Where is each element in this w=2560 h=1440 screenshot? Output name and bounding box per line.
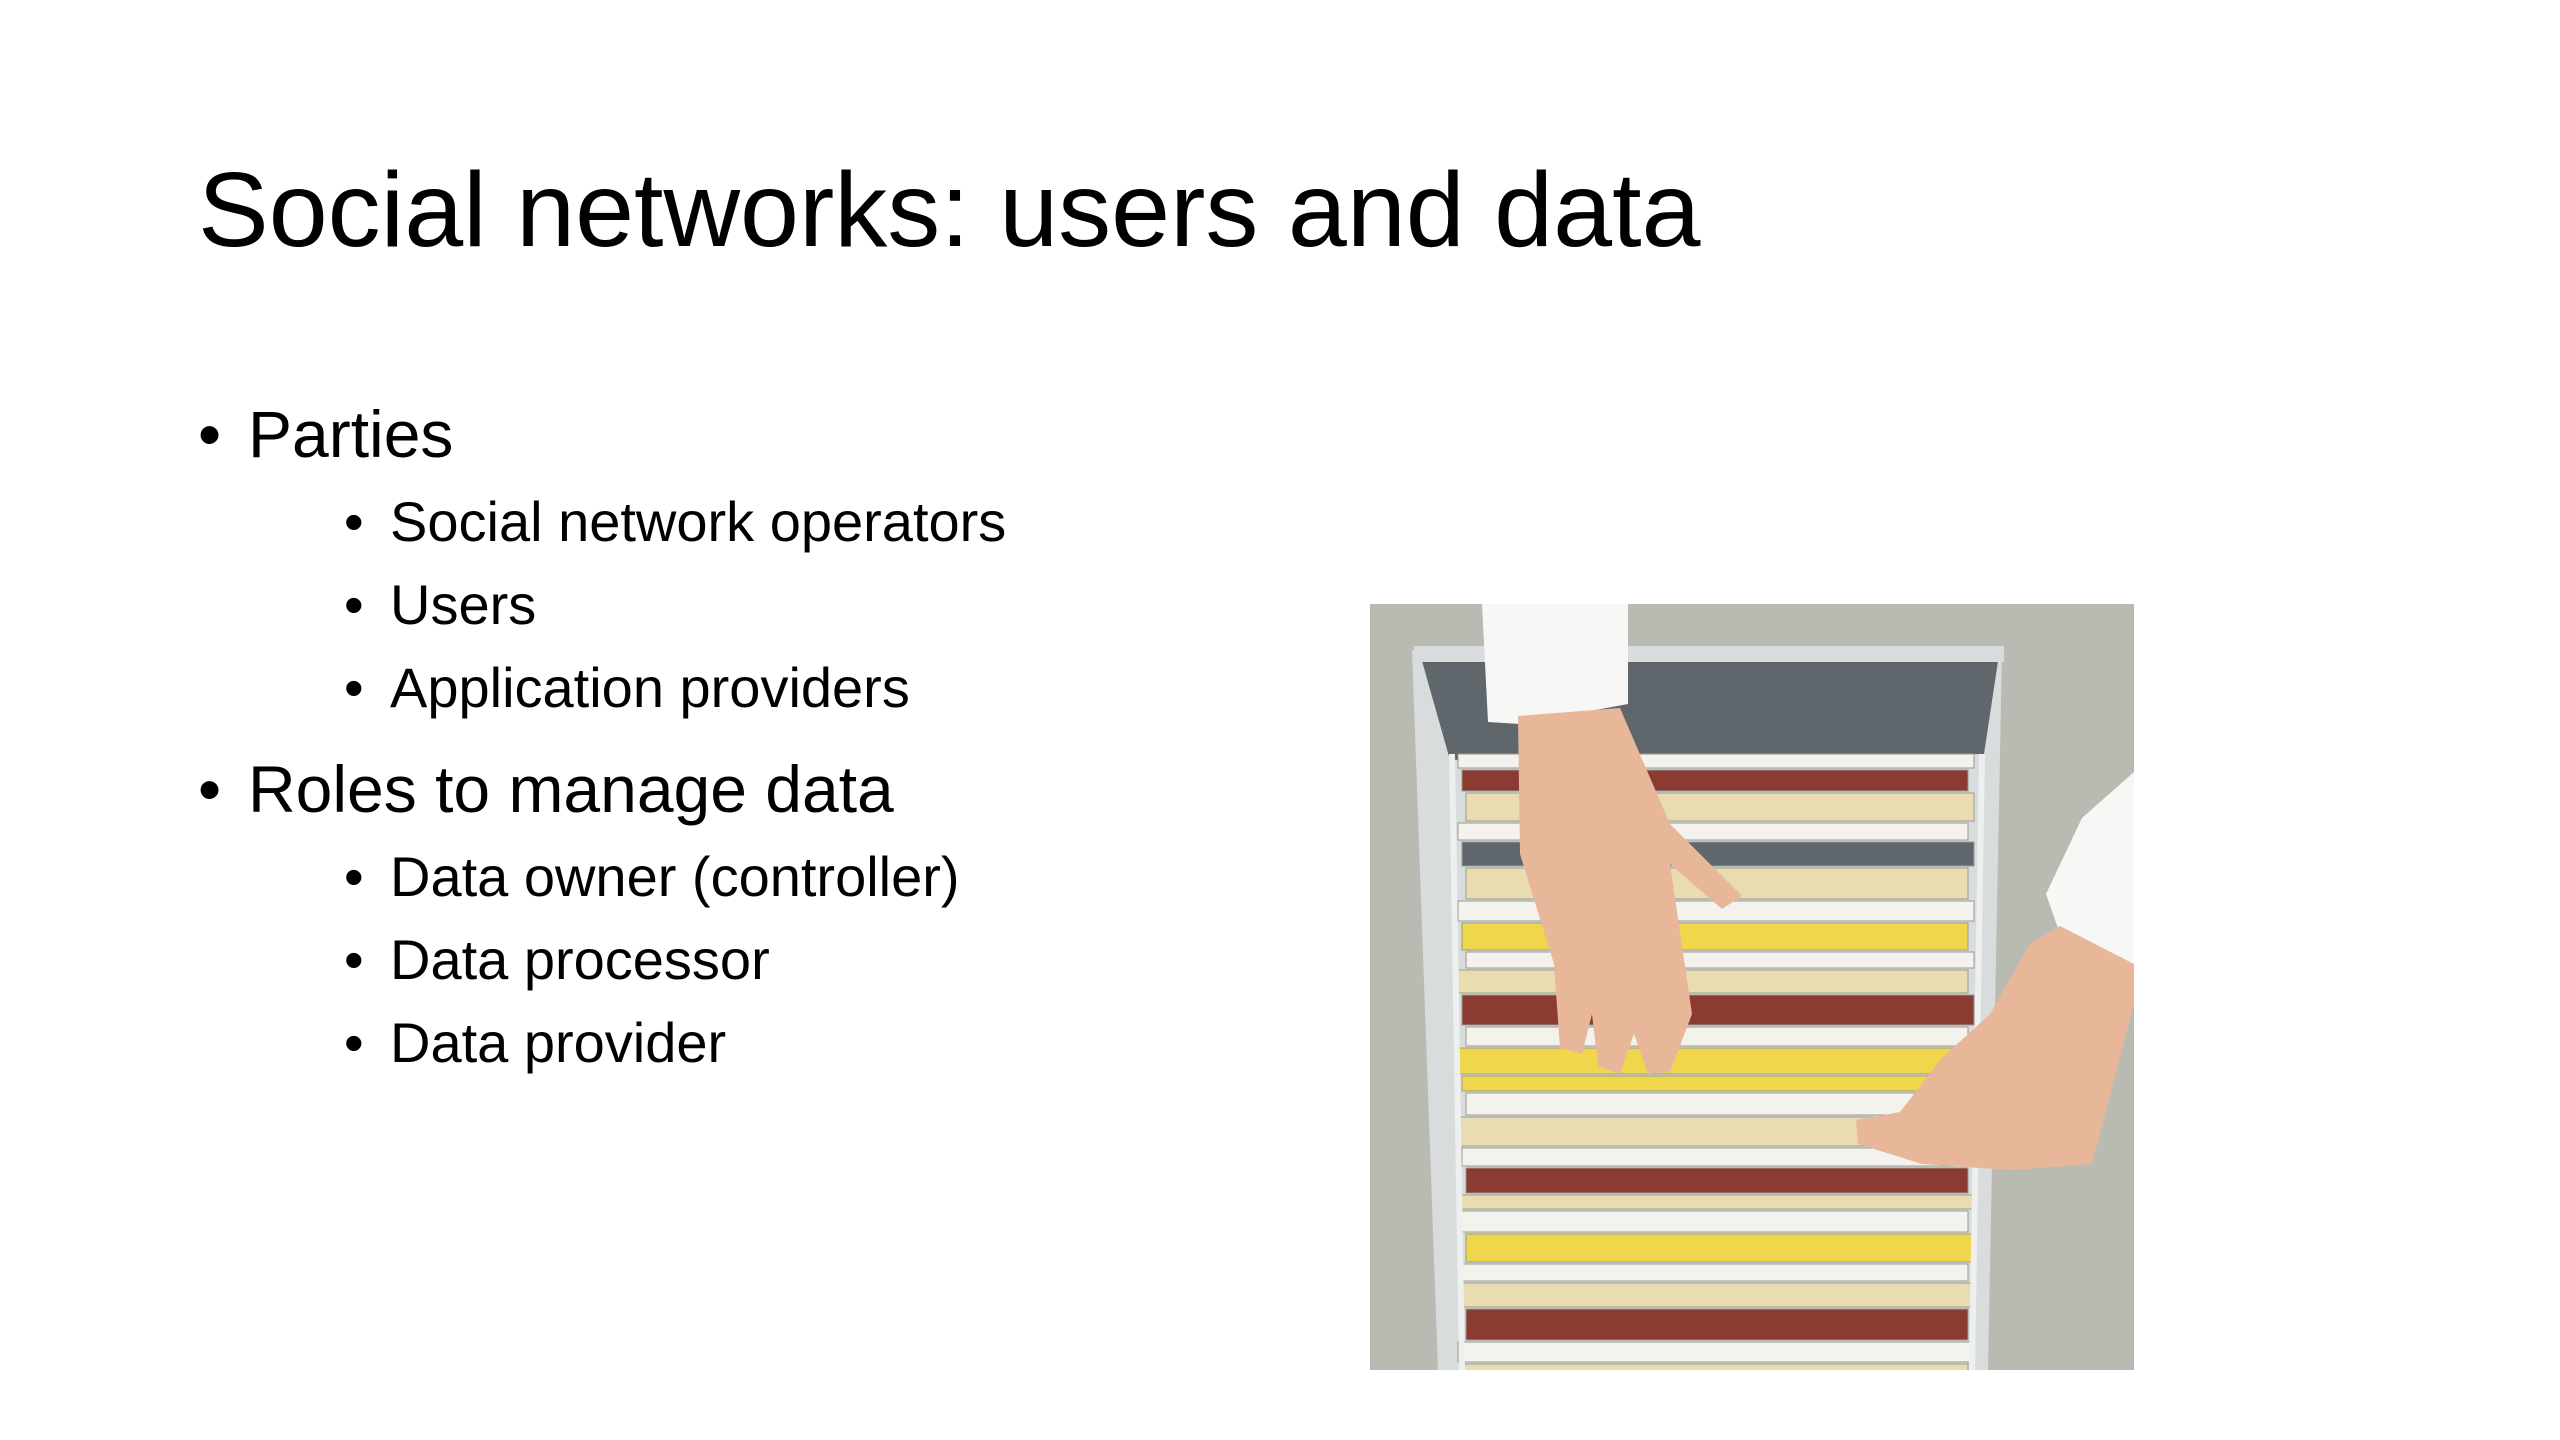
- folder-stripe: [1465, 1233, 1975, 1263]
- folder-stripe: [1461, 994, 1975, 1026]
- list-item: • Data owner (controller): [344, 835, 1298, 918]
- section-label: Roles to manage data: [248, 752, 894, 826]
- section-parties: • Parties • Social network operators • U…: [198, 388, 1298, 729]
- bullet-list: • Parties • Social network operators • U…: [198, 388, 1298, 1084]
- bullet-icon: •: [344, 490, 364, 553]
- item-label: Social network operators: [390, 490, 1007, 553]
- folder-stripe: [1457, 1263, 1969, 1282]
- section-roles: • Roles to manage data • Data owner (con…: [198, 743, 1298, 1084]
- bullet-icon: •: [344, 845, 364, 908]
- list-item: • Application providers: [344, 646, 1298, 729]
- folder-stripe: [1457, 1047, 1975, 1075]
- bullet-icon: •: [344, 656, 364, 719]
- list-item: • Social network operators: [344, 480, 1298, 563]
- folder-stripe: [1457, 1194, 1975, 1210]
- folder-stripe: [1465, 1026, 1969, 1047]
- folder-stripe: [1465, 1092, 1975, 1116]
- folder-stripe: [1461, 1210, 1969, 1233]
- item-label: Application providers: [390, 656, 910, 719]
- bullet-icon: •: [344, 1011, 364, 1074]
- item-label: Data owner (controller): [390, 845, 960, 908]
- section-label: Parties: [248, 397, 454, 471]
- bullet-icon: •: [344, 573, 364, 636]
- sub-list: • Data owner (controller) • Data process…: [248, 835, 1298, 1084]
- folder-stripe: [1457, 969, 1969, 994]
- bullet-icon: •: [198, 397, 222, 471]
- folder-stripe: [1465, 951, 1975, 969]
- item-label: Data provider: [390, 1011, 727, 1074]
- folder-stripe: [1465, 1167, 1969, 1194]
- folder-stripe: [1457, 900, 1975, 922]
- list-item: • Data processor: [344, 918, 1298, 1001]
- item-label: Users: [390, 573, 537, 636]
- folder-stripe: [1461, 1363, 1969, 1370]
- folder-stripe: [1461, 1075, 1969, 1092]
- folder-stripe: [1461, 922, 1969, 951]
- bullet-icon: •: [344, 928, 364, 991]
- folder-stripe: [1457, 1341, 1975, 1363]
- sub-list: • Social network operators • Users • App…: [248, 480, 1298, 729]
- list-item: • Users: [344, 563, 1298, 646]
- slide-title: Social networks: users and data: [198, 151, 1701, 269]
- file-drawer-photo: [1370, 604, 2134, 1370]
- file-drawer-illustration: [1370, 604, 2134, 1370]
- item-label: Data processor: [390, 928, 770, 991]
- folder-stripe: [1465, 1308, 1969, 1341]
- folder-stripe: [1461, 1282, 1975, 1308]
- list-item: • Data provider: [344, 1001, 1298, 1084]
- bullet-icon: •: [198, 752, 222, 826]
